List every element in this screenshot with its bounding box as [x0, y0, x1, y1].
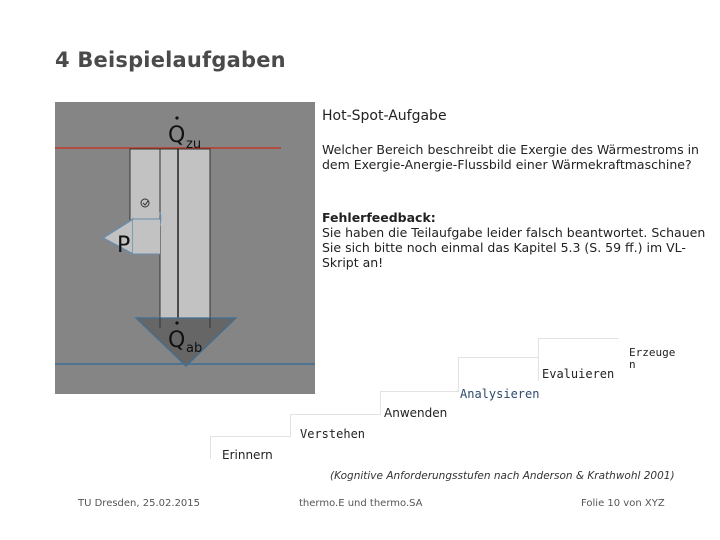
error-feedback: Fehlerfeedback: Sie haben die Teilaufgab…: [322, 210, 707, 270]
task-question: Welcher Bereich beschreibt die Exergie d…: [322, 142, 702, 172]
task-title: Hot-Spot-Aufgabe: [322, 108, 447, 124]
level-anwenden: Anwenden: [384, 406, 447, 420]
footer-left: TU Dresden, 25.02.2015: [78, 498, 200, 509]
level-erinnern: Erinnern: [222, 448, 273, 462]
heat-flow-bar: [160, 149, 210, 319]
q-out-dot: [175, 321, 178, 324]
power-arrow-body: [133, 219, 160, 254]
flow-diagram-svg: Q zu P Q ab: [55, 102, 315, 394]
q-in-label: Q: [168, 123, 185, 148]
footer-right: Folie 10 von XYZ: [581, 498, 665, 509]
q-out-subscript: ab: [186, 341, 202, 356]
exergy-anergy-diagram[interactable]: Q zu P Q ab: [55, 102, 315, 394]
q-in-subscript: zu: [186, 137, 201, 152]
slide-title: 4 Beispielaufgaben: [55, 48, 286, 72]
q-in-dot: [175, 116, 178, 119]
q-out-label: Q: [168, 328, 185, 353]
level-verstehen: Verstehen: [300, 427, 365, 441]
level-evaluieren: Evaluieren: [542, 367, 614, 381]
power-label: P: [117, 233, 130, 258]
feedback-heading: Fehlerfeedback:: [322, 210, 707, 225]
taxonomy-caption: (Kognitive Anforderungsstufen nach Ander…: [330, 470, 675, 482]
footer-center: thermo.E und thermo.SA: [299, 498, 423, 509]
level-analysieren: Analysieren: [460, 387, 539, 401]
feedback-text: Sie haben die Teilaufgabe leider falsch …: [322, 225, 705, 270]
level-erzeugen: Erzeuge n: [629, 347, 675, 371]
